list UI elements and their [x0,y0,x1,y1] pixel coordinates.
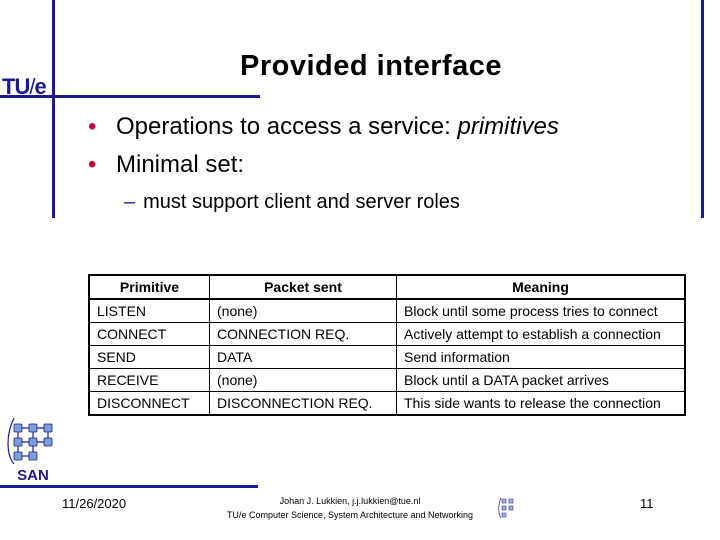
cell-primitive: RECEIVE [88,368,210,392]
right-vertical-rule [701,0,704,218]
page-number: 11 [640,496,654,511]
bullet-list: •Operations to access a service: primiti… [88,108,688,220]
primitives-table: Primitive Packet sent Meaning LISTEN (no… [88,274,686,416]
cell-primitive: DISCONNECT [88,391,210,416]
cell-meaning: Send information [396,345,686,369]
bottom-horizontal-rule [0,485,258,488]
cell-primitive: LISTEN [88,298,210,323]
bullet-item: •Minimal set: [88,146,688,184]
table-row: DISCONNECT DISCONNECTION REQ. This side … [88,391,686,416]
san-logo: SAN [7,417,53,484]
table-row: LISTEN (none) Block until some process t… [88,298,686,323]
table-row: RECEIVE (none) Block until a DATA packet… [88,368,686,392]
cell-packet: (none) [209,298,397,323]
left-vertical-rule [52,0,55,218]
slide-title: Provided interface [240,50,503,82]
cell-meaning: Block until some process tries to connec… [396,298,686,323]
primitives-table-wrapper: Primitive Packet sent Meaning LISTEN (no… [88,274,686,416]
footer-author: Johan J. Lukkien, j.j.lukkien@tue.nl TU/… [226,496,474,520]
cell-packet: CONNECTION REQ. [209,322,397,346]
bullet-icon: • [88,151,97,178]
tue-logo: TU/e [2,74,47,99]
cell-packet: DISCONNECTION REQ. [209,391,397,416]
table-row: SEND DATA Send information [88,345,686,369]
header-meaning: Meaning [396,274,686,300]
san-logo-text: SAN [17,467,49,484]
cell-packet: (none) [209,368,397,392]
table-header-row: Primitive Packet sent Meaning [88,274,686,300]
table-row: CONNECT CONNECTION REQ. Actively attempt… [88,322,686,346]
cell-packet: DATA [209,345,397,369]
top-horizontal-rule [0,95,260,98]
bullet-icon: • [88,113,97,140]
mini-san-icon [498,497,514,519]
header-packet-sent: Packet sent [209,274,397,300]
san-network-icon [7,417,49,465]
footer-date: 11/26/2020 [62,496,127,511]
cell-primitive: SEND [88,345,210,369]
header-primitive: Primitive [88,274,210,300]
cell-meaning: Block until a DATA packet arrives [396,368,686,392]
bullet-item: •Operations to access a service: primiti… [88,108,688,146]
cell-meaning: Actively attempt to establish a connecti… [396,322,686,346]
cell-primitive: CONNECT [88,322,210,346]
sub-bullet-item: –must support client and server roles [124,191,460,213]
cell-meaning: This side wants to release the connectio… [396,391,686,416]
dash-icon: – [124,191,136,213]
